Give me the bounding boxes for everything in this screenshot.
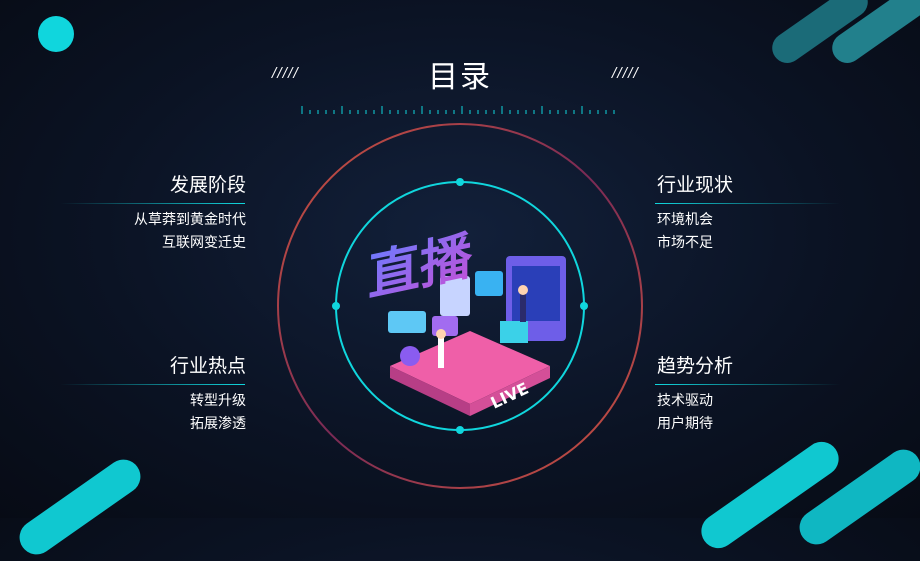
section-industry-status[interactable]: 行业现状 环境机会 市场不足 (657, 170, 857, 255)
ring-node (456, 178, 464, 186)
section-line: 技术驱动 (657, 393, 713, 409)
section-line: 环境机会 (657, 212, 713, 228)
center-graphic: 直播 LIVE (277, 123, 643, 489)
tick-ruler (301, 106, 615, 114)
ring-node (332, 302, 340, 310)
outer-ring (277, 123, 643, 489)
ring-node (580, 302, 588, 310)
ring-node (456, 426, 464, 434)
decorative-pill (12, 452, 148, 561)
section-heading: 行业现状 (657, 174, 734, 196)
section-line: 互联网变迁史 (162, 235, 246, 251)
section-line: 转型升级 (190, 393, 246, 409)
section-heading: 发展阶段 (169, 174, 246, 196)
section-development-stages[interactable]: 发展阶段 从草莽到黄金时代 互联网变迁史 (46, 170, 246, 255)
section-trend-analysis[interactable]: 趋势分析 技术驱动 用户期待 (657, 351, 857, 436)
section-heading: 行业热点 (169, 355, 246, 377)
title-decoration-left: ///// (272, 66, 299, 81)
section-line: 用户期待 (657, 416, 713, 432)
divider-line (60, 384, 245, 385)
divider-line (655, 384, 840, 385)
section-line: 市场不足 (657, 235, 713, 251)
section-line: 拓展渗透 (190, 416, 246, 432)
title-decoration-right: ///// (612, 66, 639, 81)
section-industry-hotspots[interactable]: 行业热点 转型升级 拓展渗透 (46, 351, 246, 436)
divider-line (655, 203, 840, 204)
title-area: ///// 目录 ///// (0, 52, 920, 96)
page-title: 目录 (428, 60, 492, 95)
section-heading: 趋势分析 (657, 355, 734, 377)
live-stream-illustration: 直播 LIVE (368, 226, 566, 416)
section-line: 从草莽到黄金时代 (134, 212, 246, 228)
decorative-dot (38, 16, 74, 52)
divider-line (60, 203, 245, 204)
